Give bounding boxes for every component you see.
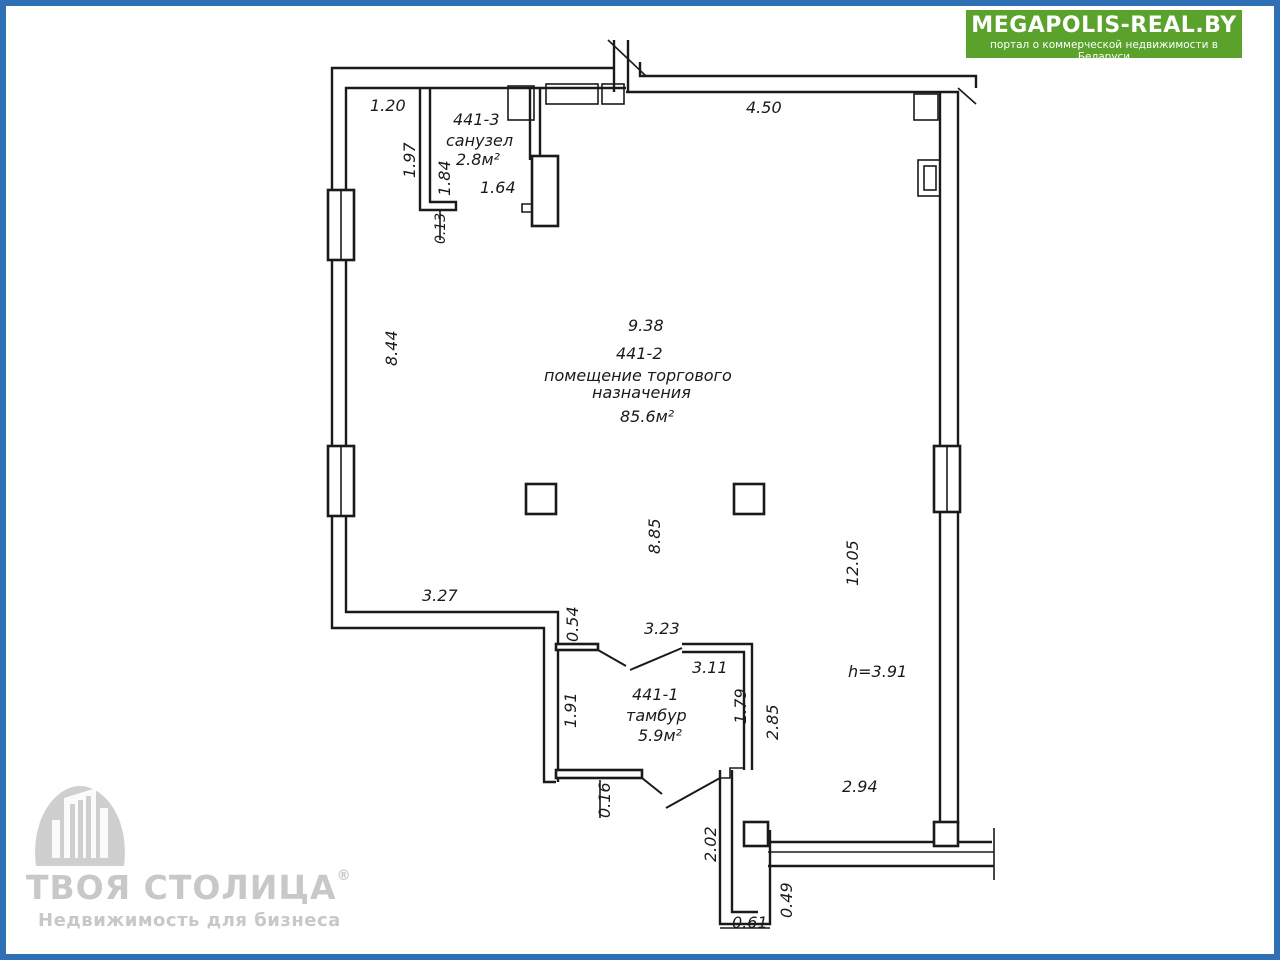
dim-top-left: 1.20 xyxy=(370,96,406,115)
dim-vest-left: 1.91 xyxy=(561,692,580,728)
main-area: 85.6м² xyxy=(620,407,675,426)
window-left-top xyxy=(326,188,356,262)
wc-number: 441-3 xyxy=(453,110,500,129)
site-badge[interactable]: MEGAPOLIS-REAL.BY портал о коммерческой … xyxy=(966,10,1242,63)
dim-bottom-left: 3.27 xyxy=(422,586,458,605)
floor-plan-sheet: 1.20 4.50 1.97 1.84 1.64 0.13 441-3 сану… xyxy=(6,6,1274,954)
dim-corridor-step: 0.49 xyxy=(777,882,796,918)
window-right xyxy=(932,444,962,514)
dim-top-right: 4.50 xyxy=(746,98,782,117)
vestibule-walls xyxy=(554,642,995,929)
column-right xyxy=(732,482,766,516)
ceiling-height: h=3.91 xyxy=(848,662,907,681)
dim-wc-step: 0.13 xyxy=(433,213,449,244)
floor-plan: 1.20 4.50 1.97 1.84 1.64 0.13 441-3 сану… xyxy=(326,39,995,932)
wc-area: 2.8м² xyxy=(456,150,501,169)
dim-vest-offset: 0.54 xyxy=(563,606,582,642)
dim-vest-right: 1.79 xyxy=(731,688,750,724)
site-badge-subtitle: портал о коммерческой недвижимости в Бел… xyxy=(990,39,1218,63)
watermark-tagline: Недвижимость для бизнеса xyxy=(38,910,341,931)
site-badge-title: MEGAPOLIS-REAL.BY xyxy=(971,13,1237,38)
dim-vest-inner: 3.11 xyxy=(692,658,728,677)
dim-main-width: 9.38 xyxy=(628,316,664,335)
dim-wc-right: 1.84 xyxy=(435,160,454,196)
dim-vest-step: 0.16 xyxy=(595,782,614,818)
vestibule-name: тамбур xyxy=(626,706,687,725)
dim-bottom-right: 2.94 xyxy=(842,777,878,796)
dim-wc-bottom: 1.64 xyxy=(480,178,516,197)
wc-partition xyxy=(418,83,625,240)
window-left-bottom xyxy=(326,444,356,518)
main-number: 441-2 xyxy=(616,344,663,363)
vestibule-area: 5.9м² xyxy=(638,726,683,745)
vestibule-number: 441-1 xyxy=(632,685,679,704)
building-logo-icon xyxy=(35,786,125,866)
main-name-line2: назначения xyxy=(592,383,691,402)
dim-vest-top: 3.23 xyxy=(644,619,680,638)
dim-left-wall: 8.44 xyxy=(382,330,401,366)
main-name-line1: помещение торгового xyxy=(544,366,732,385)
dim-vest-right-outer: 2.85 xyxy=(763,704,782,740)
dim-corridor-width: 0.61 xyxy=(732,913,768,932)
dim-corridor-len: 2.02 xyxy=(701,826,720,862)
wc-name: санузел xyxy=(446,131,513,150)
vents-right xyxy=(913,93,941,197)
dim-center-height: 8.85 xyxy=(645,518,664,554)
watermark-registered-mark: ® xyxy=(336,868,352,884)
column-left xyxy=(524,482,558,516)
dim-wc-left: 1.97 xyxy=(400,142,419,178)
dim-right-wall: 12.05 xyxy=(843,540,862,586)
watermark-name-text: ТВОЯ СТОЛИЦА xyxy=(26,868,337,907)
watermark-name: ТВОЯ СТОЛИЦА® xyxy=(26,868,352,907)
